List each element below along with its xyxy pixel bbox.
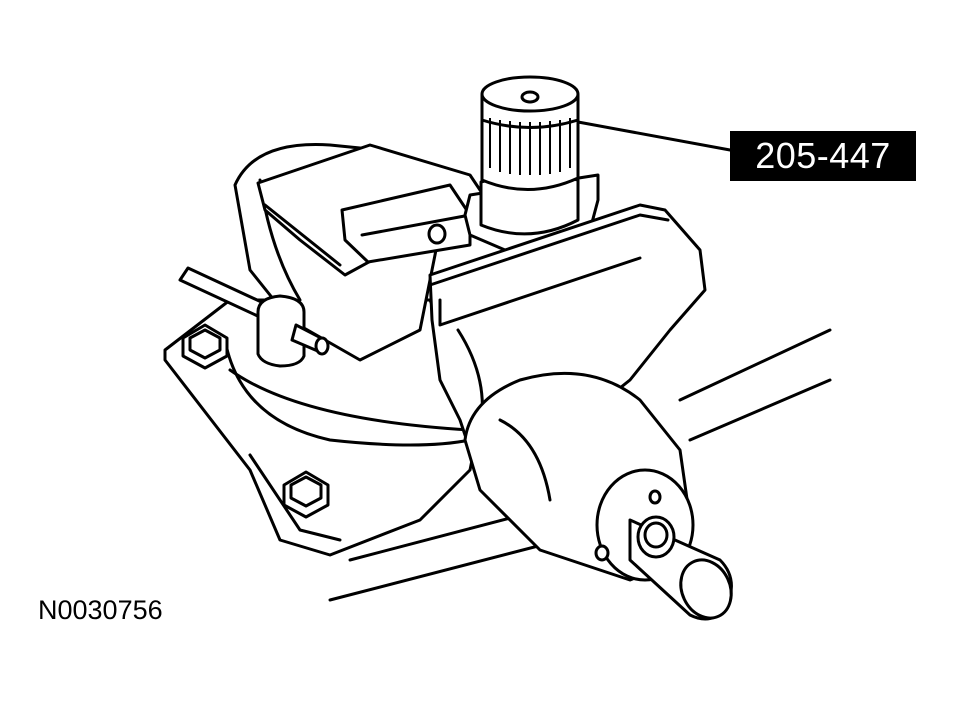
lock-handle bbox=[178, 266, 330, 368]
base-bolt-left bbox=[181, 323, 229, 370]
base-bolt-front bbox=[282, 470, 330, 519]
figure-id: N0030756 bbox=[38, 595, 163, 625]
tool-number-label: 205-447 bbox=[730, 131, 916, 181]
special-tool bbox=[463, 75, 600, 252]
tool-leader-line bbox=[576, 120, 732, 152]
rear-jaw-plate bbox=[340, 183, 472, 264]
screw-handle bbox=[594, 468, 733, 621]
